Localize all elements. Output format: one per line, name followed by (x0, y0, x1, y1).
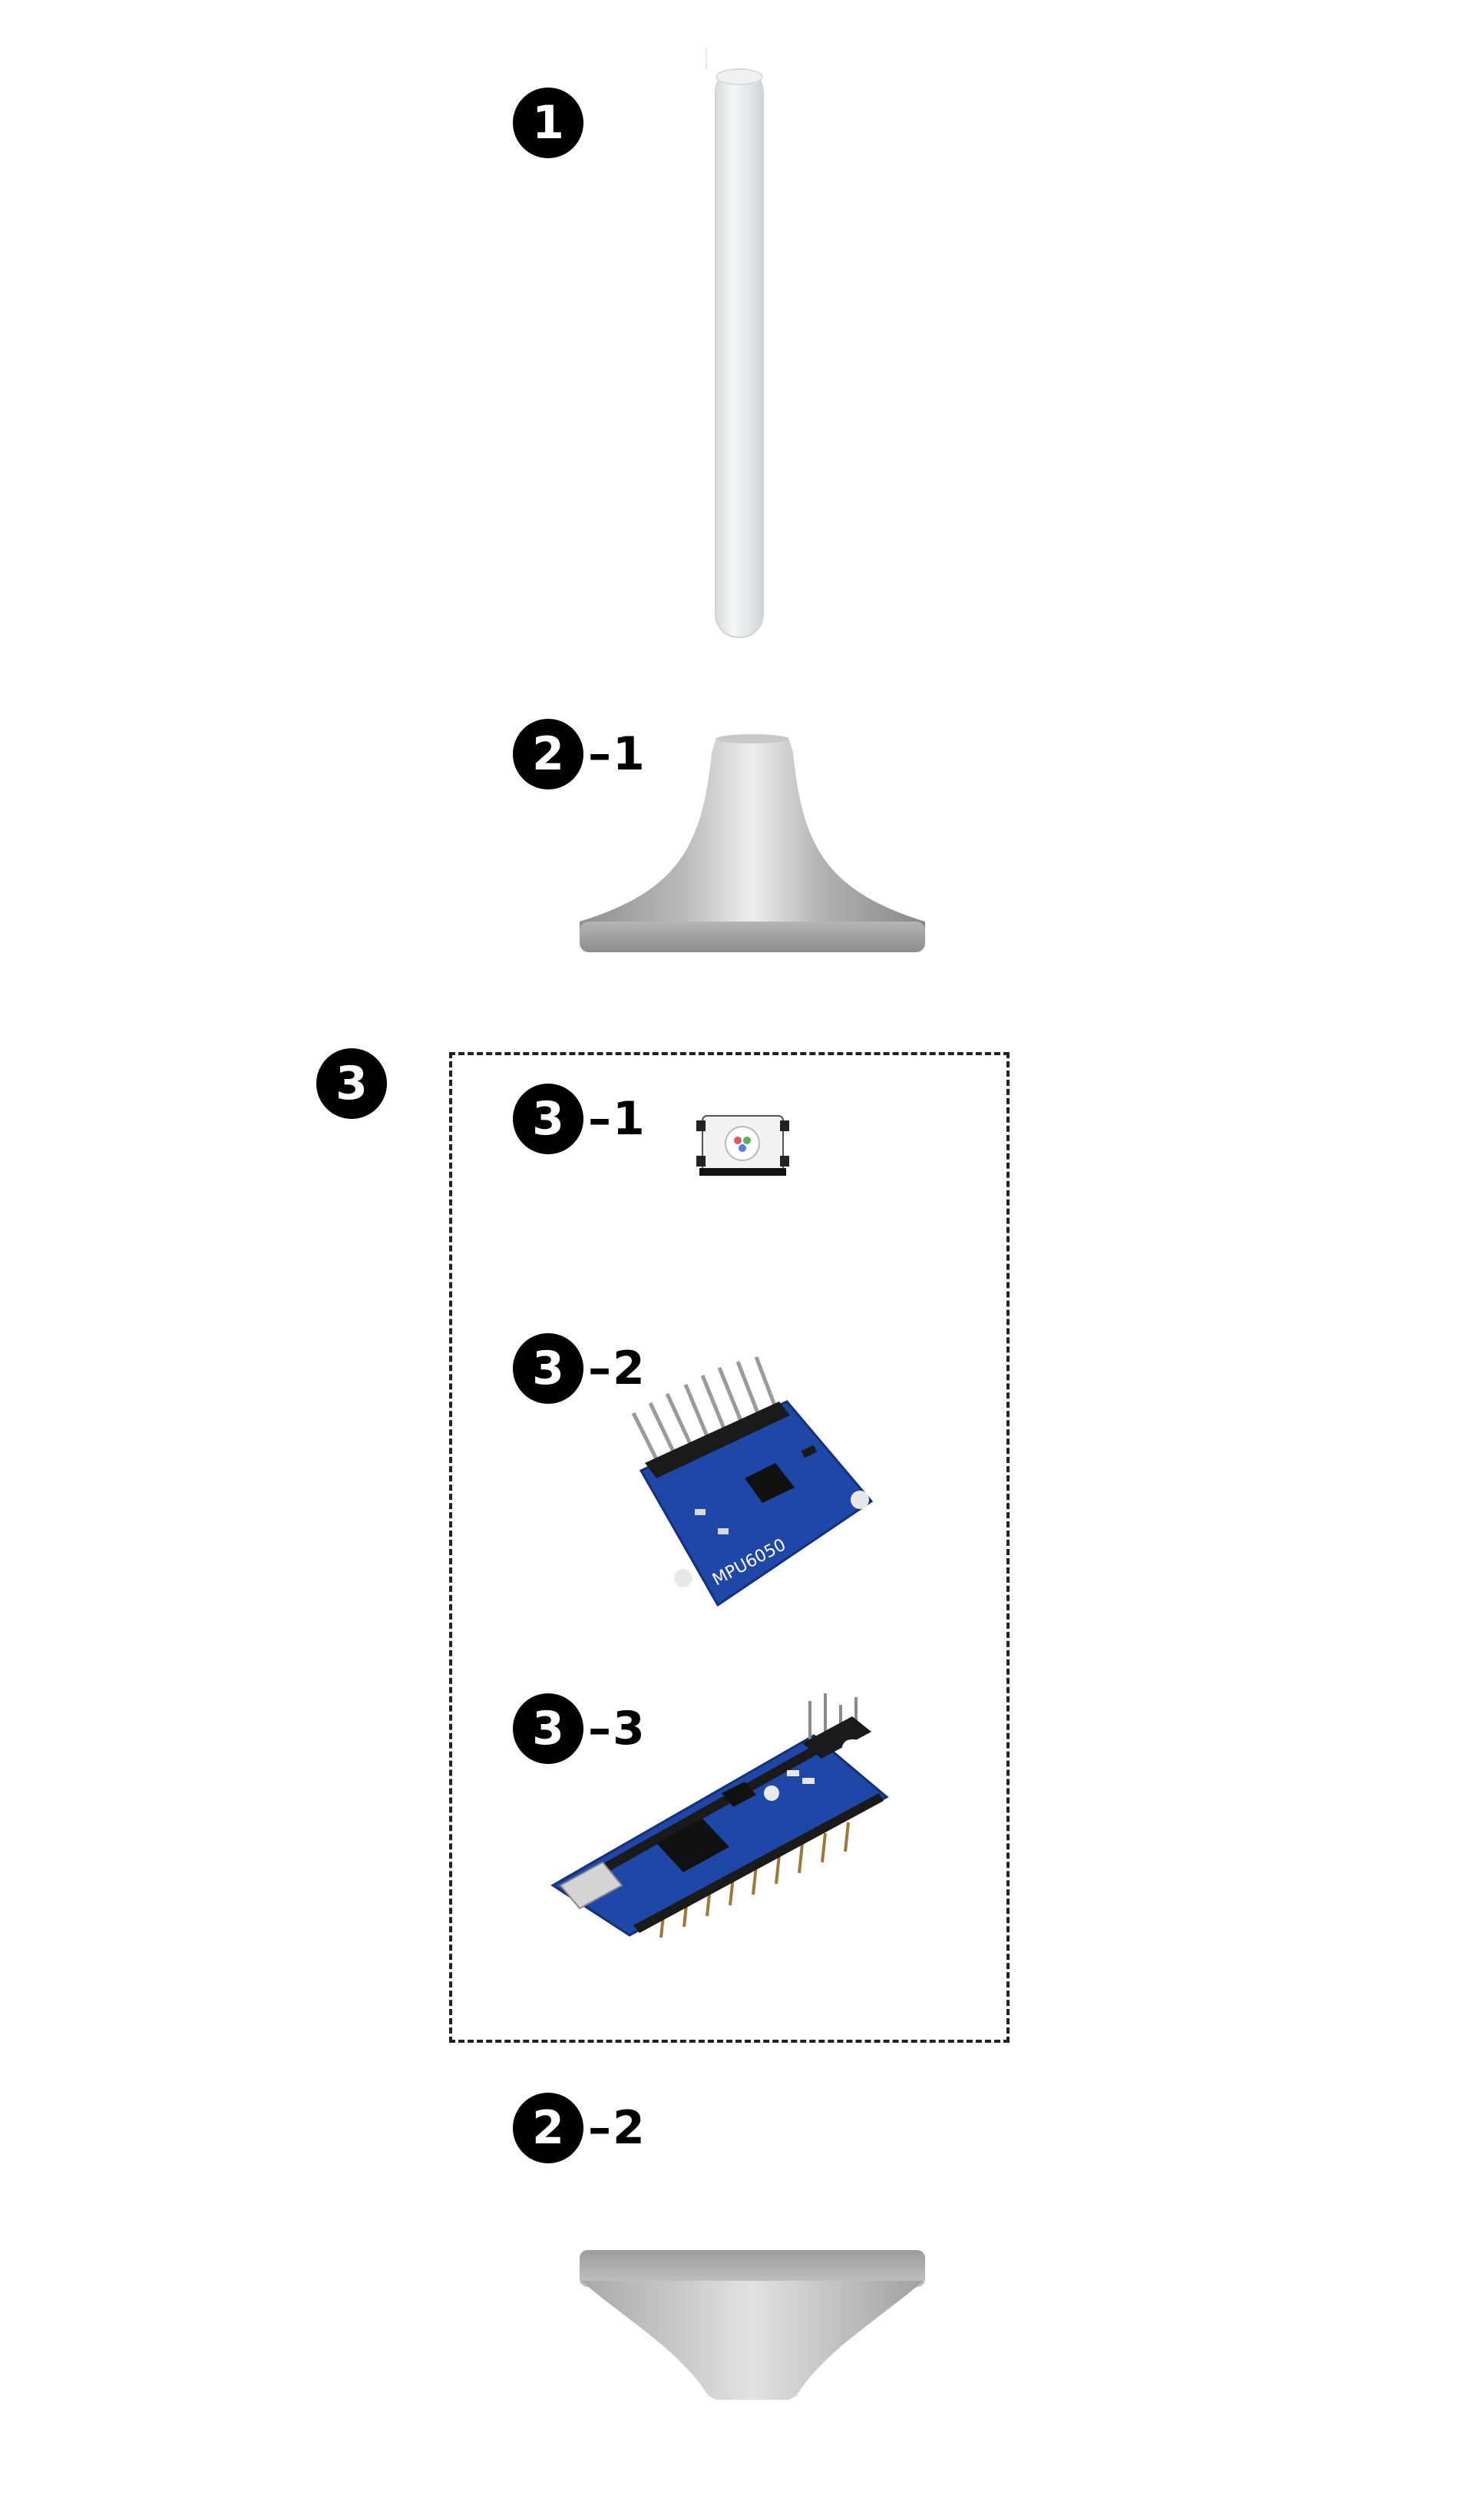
label-part-2-2: 2 –2 (513, 2093, 646, 2163)
mpu6050-board: MPU6050 (631, 1356, 874, 1607)
label-part-3-1: 3 –1 (513, 1084, 646, 1154)
label-suffix: –3 (588, 1702, 646, 1756)
number-badge: 3 (513, 1693, 583, 1764)
label-part-2-1: 2 –1 (513, 719, 646, 789)
label-suffix: –1 (588, 1092, 646, 1146)
label-group-3: 3 (316, 1048, 387, 1119)
number-badge: 2 (513, 2093, 583, 2163)
arduino-nano-board: G (550, 1693, 889, 1938)
label-part-3-3: 3 –3 (513, 1693, 646, 1764)
label-suffix: –2 (588, 2101, 646, 2155)
number-badge: 3 (316, 1048, 387, 1119)
acrylic-rod (706, 48, 764, 638)
electronics-group-box (449, 1052, 1010, 2043)
nano-board-logo: G (841, 1735, 862, 1766)
number-badge: 3 (513, 1333, 583, 1404)
label-part-3-2: 3 –2 (513, 1333, 646, 1404)
label-suffix: –2 (588, 1342, 646, 1395)
number-badge: 1 (513, 88, 583, 158)
top-base-shell (580, 734, 925, 952)
label-suffix: –1 (588, 727, 646, 781)
rgb-led (696, 1115, 789, 1176)
bottom-base-shell (580, 2250, 925, 2400)
number-badge: 3 (513, 1084, 583, 1154)
number-badge: 2 (513, 719, 583, 789)
label-part-1: 1 (513, 88, 583, 158)
